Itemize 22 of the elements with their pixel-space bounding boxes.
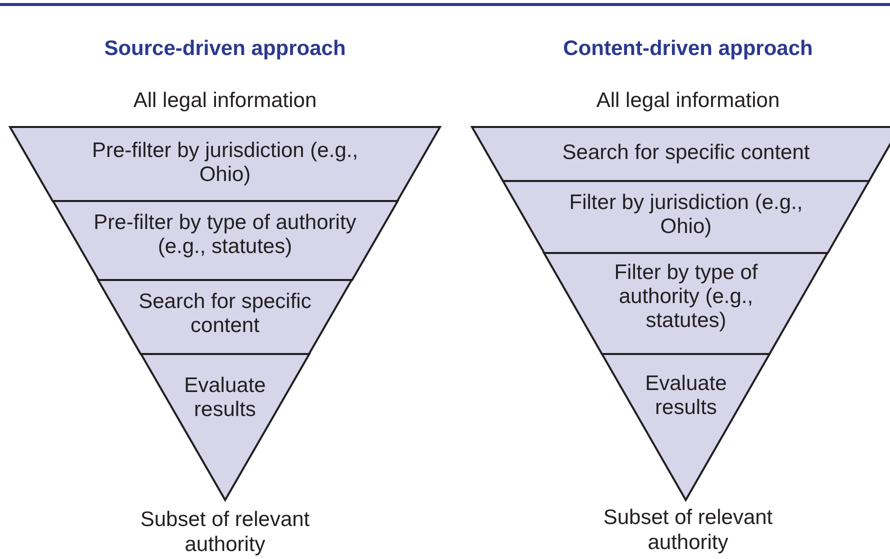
funnel-band [98, 280, 352, 354]
funnel-band [544, 253, 828, 354]
band-text: Search for specific content [138, 290, 312, 338]
band-text: Evaluate results [183, 374, 267, 422]
diagram-heading: Content-driven approach [563, 36, 813, 61]
band-text: Filter by type of authority (e.g., statutes) [613, 261, 759, 333]
funnel-band [140, 354, 310, 500]
funnel-caption: All legal information [133, 88, 317, 113]
funnel-band [472, 127, 890, 181]
funnel-band [52, 201, 398, 280]
band-text: Pre-filter by type of authority (e.g., statutes) [92, 211, 358, 259]
funnel-band [502, 181, 869, 253]
band-text: Search for specific content [562, 141, 810, 165]
funnel-caption: Subset of relevant authority [602, 505, 774, 555]
diagram-heading: Source-driven approach [104, 36, 346, 61]
band-text: Filter by jurisdiction (e.g., Ohio) [568, 191, 804, 239]
band-text: Evaluate results [644, 372, 728, 420]
funnel-caption: Subset of relevant authority [139, 507, 311, 557]
band-text: Pre-filter by jurisdiction (e.g., Ohio) [90, 139, 360, 187]
funnel-band [10, 127, 440, 201]
funnel-band [602, 354, 770, 500]
funnel-caption: All legal information [596, 88, 780, 113]
